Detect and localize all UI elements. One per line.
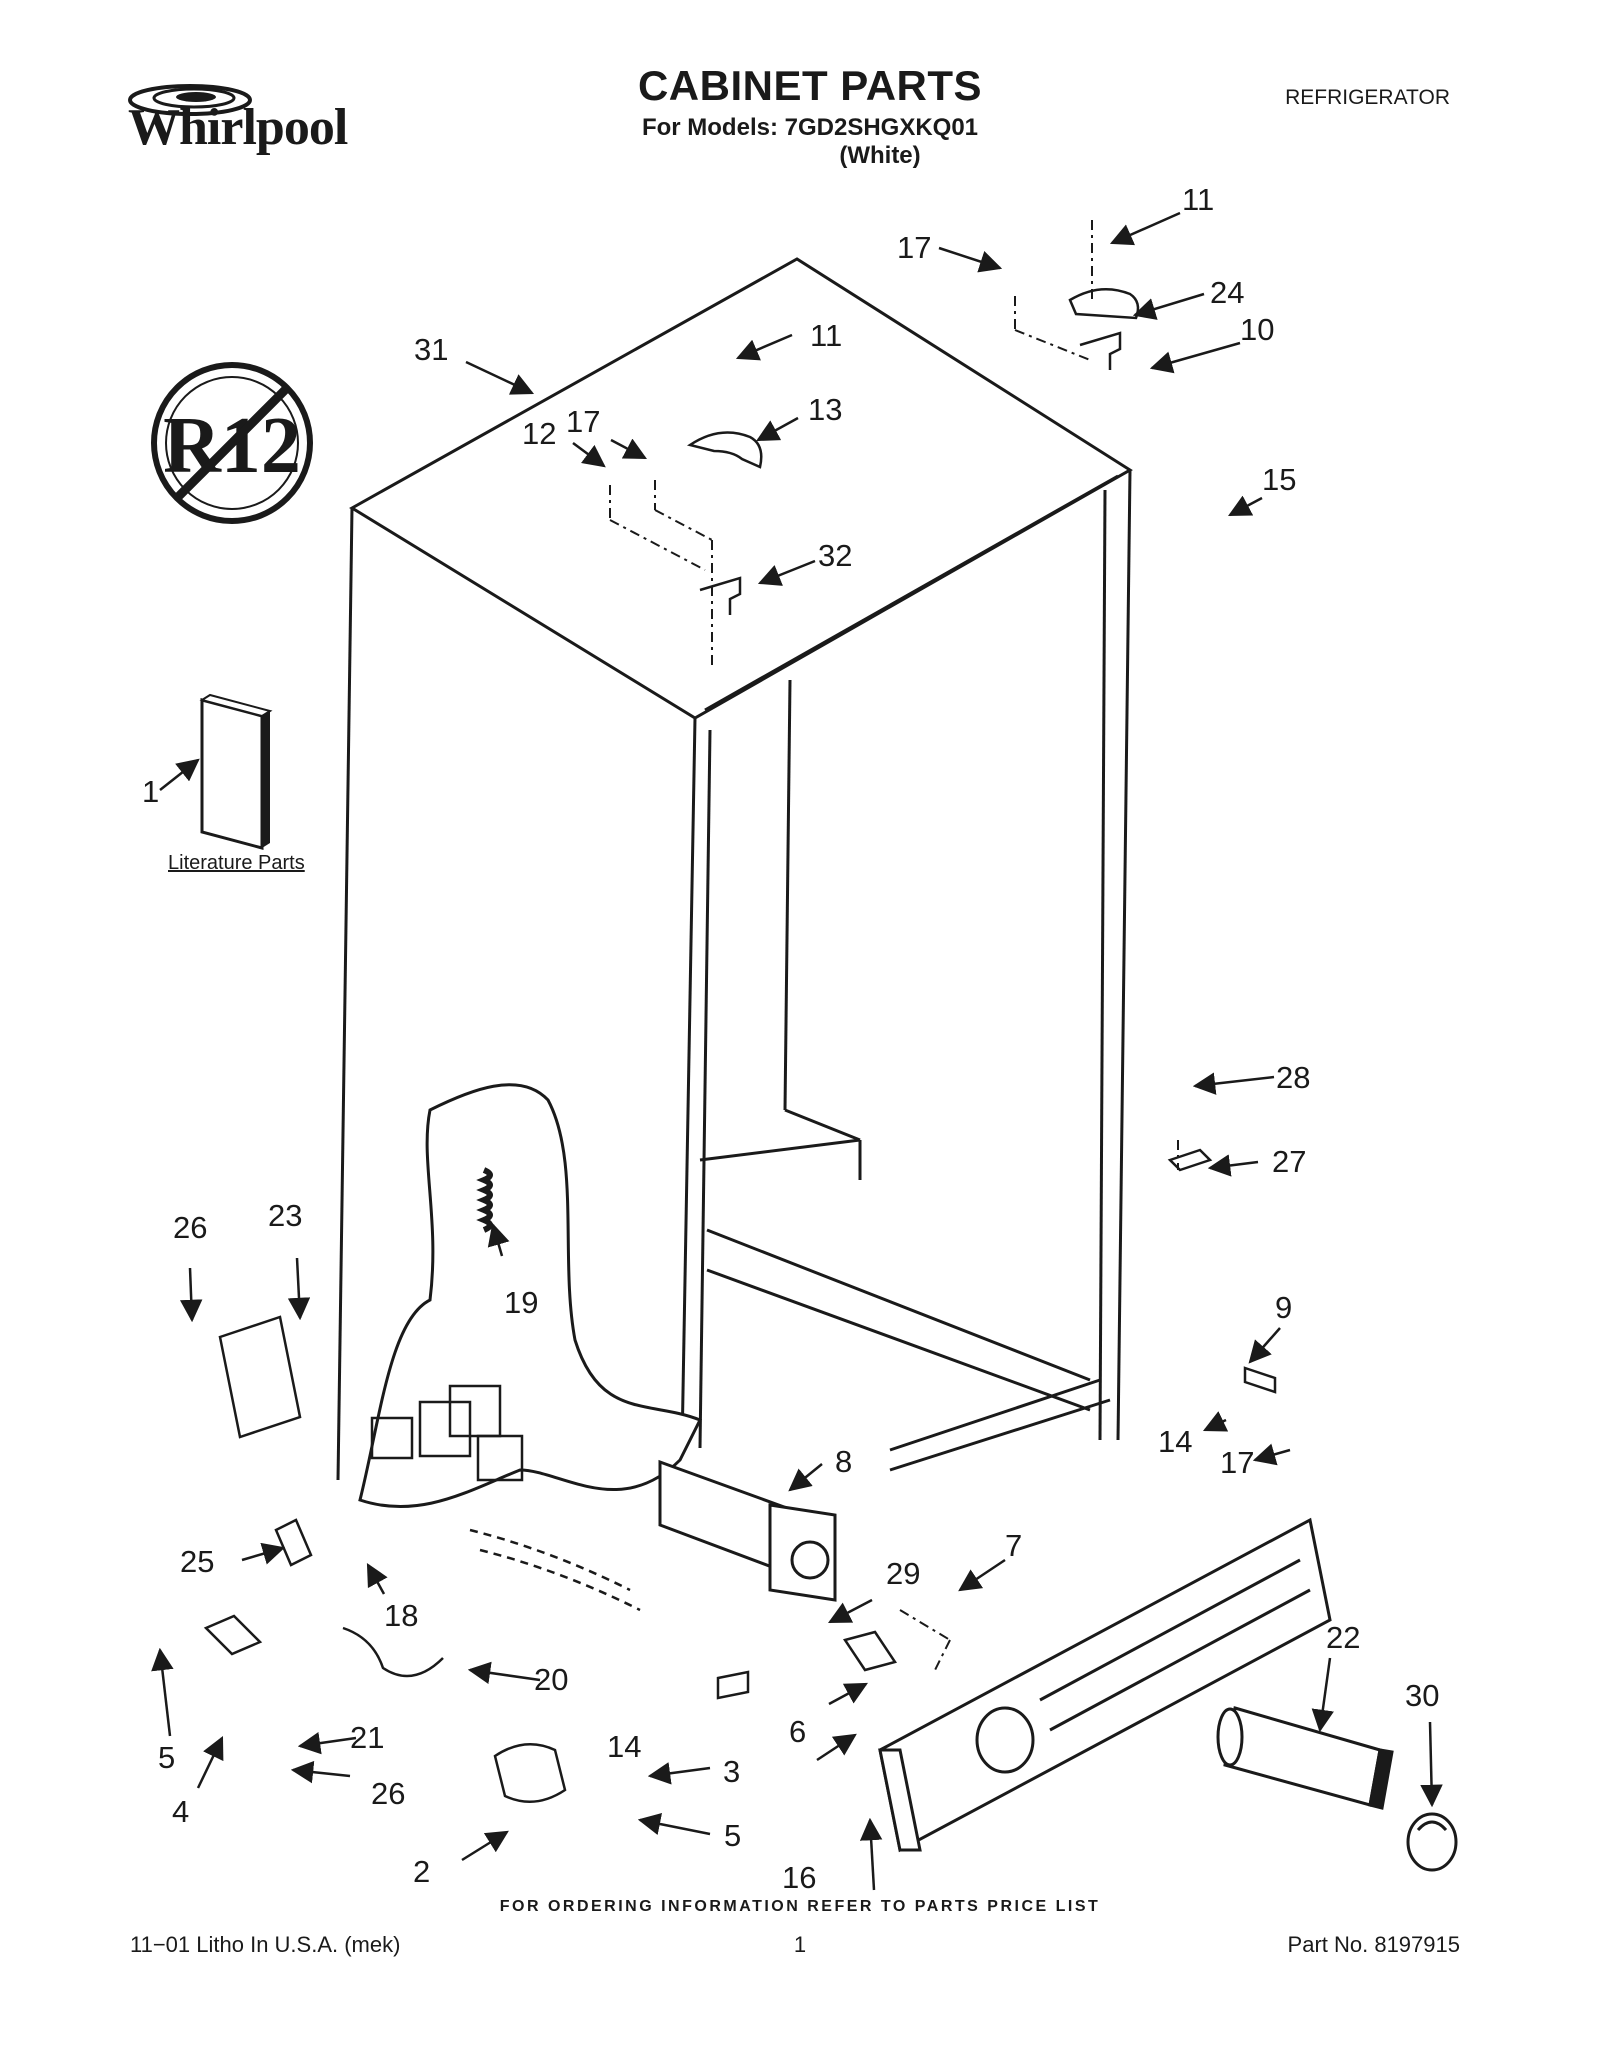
callout-number: 26	[173, 1210, 207, 1245]
part-number: Part No. 8197915	[1287, 1932, 1460, 1957]
color-line: (White)	[839, 142, 921, 169]
callout-number: 14	[607, 1729, 641, 1764]
dispenser-chute-housing	[658, 1459, 837, 1602]
callout-number: 16	[782, 1860, 816, 1895]
callout-number: 27	[1272, 1144, 1306, 1179]
callout-number: 7	[1005, 1528, 1022, 1563]
appliance-category: REFRIGERATOR	[1285, 86, 1450, 109]
callout-number: 1	[142, 774, 159, 809]
callout-number: 22	[1326, 1620, 1360, 1655]
no-r12-symbol-icon: R12	[151, 362, 313, 524]
callout-number: 13	[808, 392, 842, 427]
callout-number: 18	[384, 1598, 418, 1633]
model-line: For Models: 7GD2SHGXKQ01	[641, 114, 979, 141]
callout-number: 5	[724, 1818, 741, 1853]
print-info: 11−01 Litho In U.S.A. (mek)	[130, 1932, 401, 1957]
small-hardware	[203, 288, 1277, 1803]
callout-number: 25	[180, 1544, 214, 1579]
callout-number: 26	[371, 1776, 405, 1811]
callout-number: 3	[723, 1754, 740, 1789]
callout-number: 21	[350, 1720, 384, 1755]
callout-number: 8	[835, 1444, 852, 1479]
page-number: 1	[793, 1932, 807, 1957]
callout-number: 17	[1220, 1445, 1254, 1480]
callout-number: 19	[504, 1285, 538, 1320]
filter-cap	[1406, 1812, 1458, 1872]
callout-number: 20	[534, 1662, 568, 1697]
leader-arrows	[151, 211, 1443, 1891]
callout-number: 11	[1182, 182, 1214, 217]
callout-number: 30	[1405, 1678, 1439, 1713]
swirl-logo-icon	[128, 84, 252, 116]
callout-number: 28	[1276, 1060, 1310, 1095]
callout-number: 6	[789, 1714, 806, 1749]
whirlpool-logo: Whirlpool	[120, 70, 380, 170]
literature-booklet	[199, 693, 273, 850]
callout-number: 4	[172, 1794, 189, 1829]
callout-number: 32	[818, 538, 852, 573]
callout-number: 9	[1275, 1290, 1292, 1325]
callout-labels: 1 2 3 4 5 5 6 7 8 9 10 11 11 12 13 14 14…	[142, 182, 1439, 1895]
brand-wordmark: Whirlpool	[128, 99, 348, 156]
callout-number: 10	[1240, 312, 1274, 347]
callout-number: 29	[886, 1556, 920, 1591]
ordering-note: FOR ORDERING INFORMATION REFER TO PARTS …	[499, 1898, 1101, 1915]
water-filter-cartridge	[1216, 1706, 1394, 1810]
callout-number: 2	[413, 1854, 430, 1889]
cabinet-shell	[336, 257, 1133, 1481]
water-tube-coil	[476, 1167, 493, 1233]
callout-number: 31	[414, 332, 448, 367]
callout-number: 15	[1262, 462, 1296, 497]
callout-number: 17	[566, 404, 600, 439]
callout-number: 5	[158, 1740, 175, 1775]
page-title: CABINET PARTS	[637, 62, 983, 109]
callout-number: 11	[810, 318, 842, 353]
callout-number: 17	[897, 230, 931, 265]
water-valve-assembly	[370, 1384, 641, 1612]
literature-parts-label: Literature Parts	[168, 852, 305, 874]
callout-number: 14	[1158, 1424, 1192, 1459]
callout-number: 23	[268, 1198, 302, 1233]
callout-number: 24	[1210, 275, 1244, 310]
toe-grille	[878, 1517, 1332, 1853]
guide-lines	[609, 220, 1179, 1671]
callout-number: 12	[522, 416, 556, 451]
